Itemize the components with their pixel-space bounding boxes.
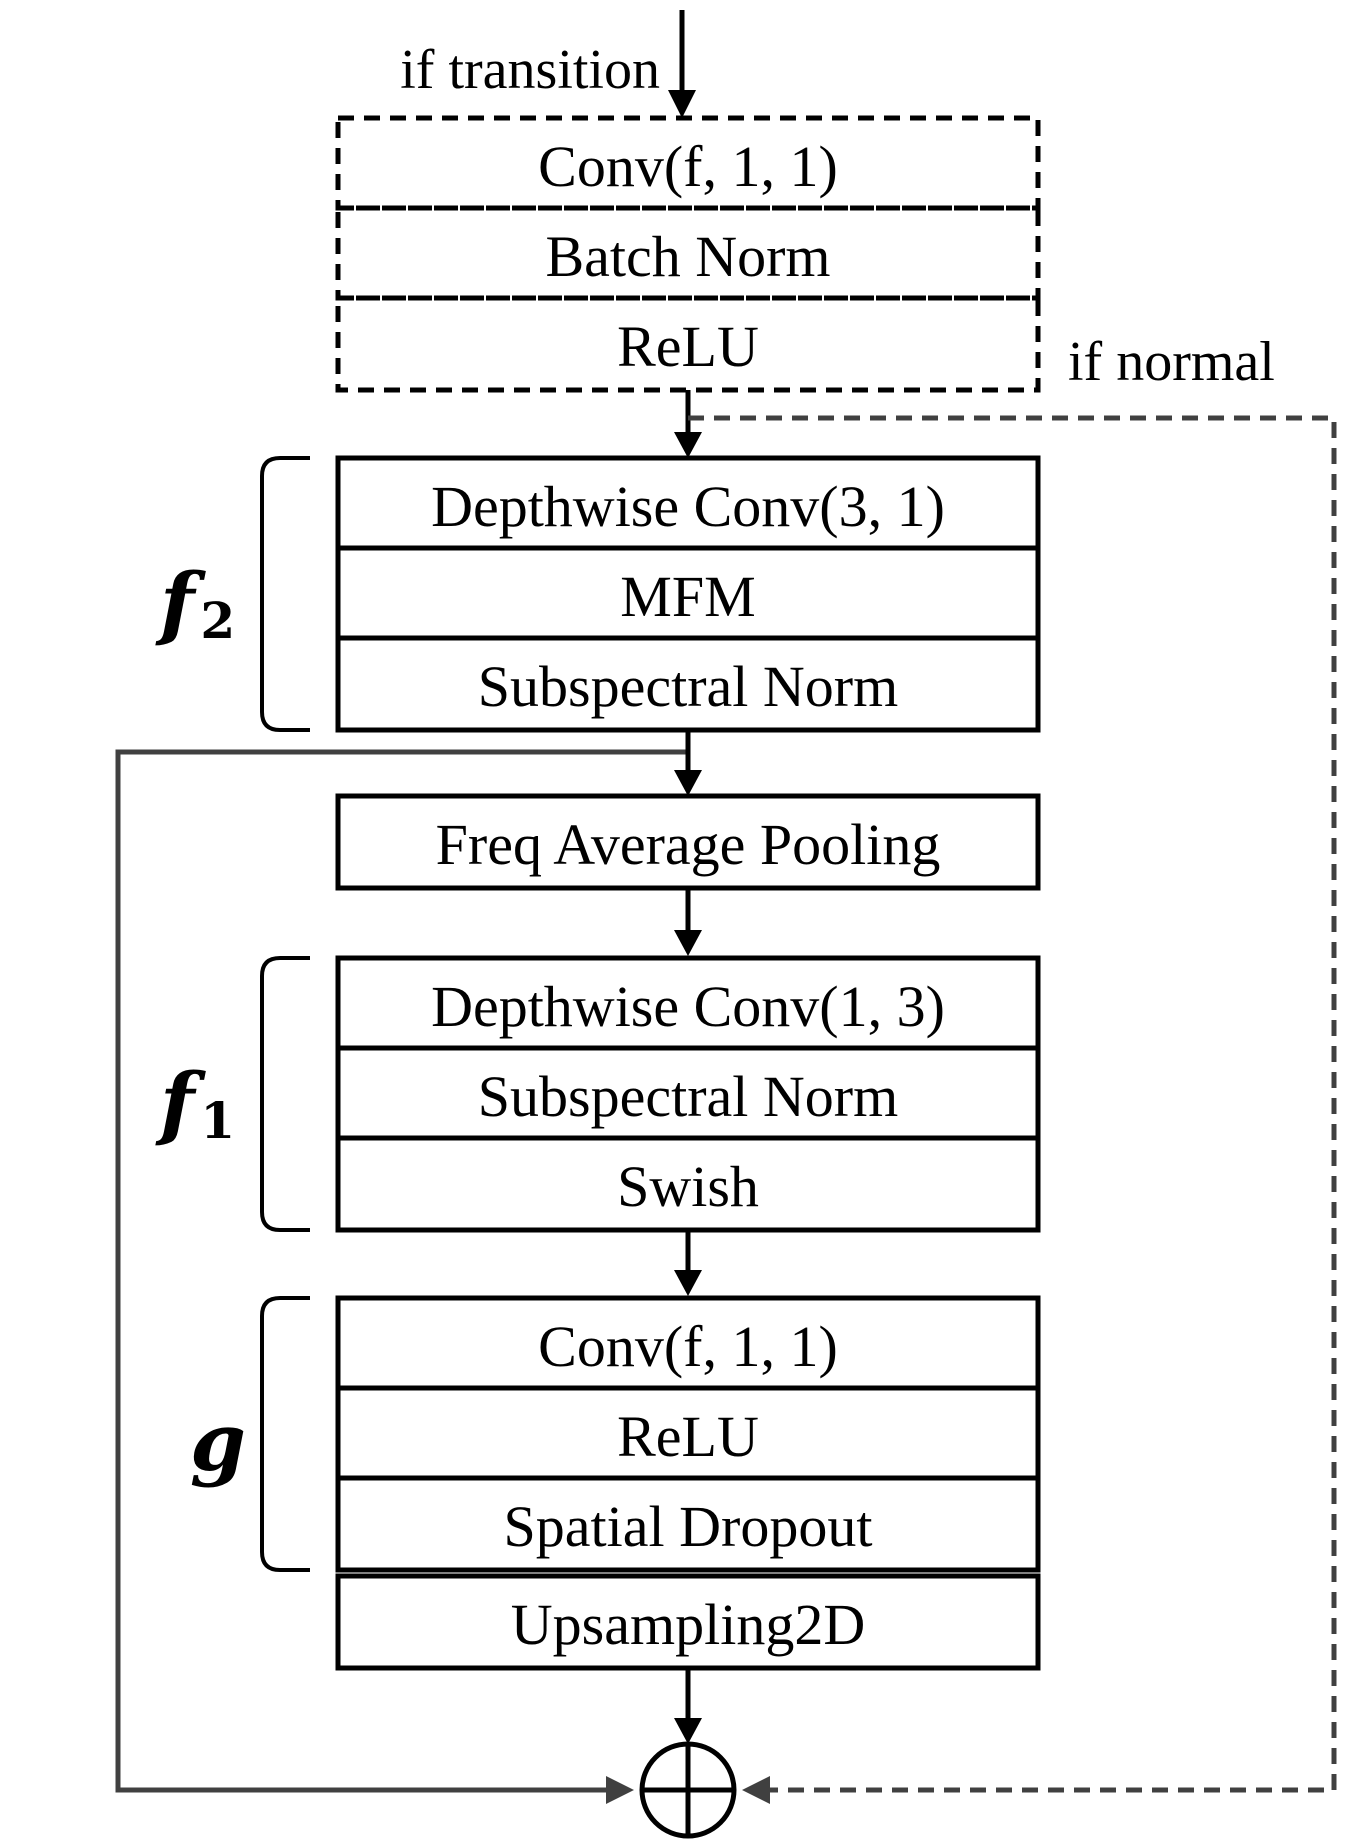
f1-layer-1: Depthwise Conv(1, 3) xyxy=(431,974,945,1039)
residual-skip-connection xyxy=(115,749,688,1804)
f1-block: Depthwise Conv(1, 3) Subspectral Norm Sw… xyxy=(335,955,1041,1233)
f2-layer-3-box xyxy=(335,635,1041,733)
upsampling-layer-box xyxy=(335,1573,1041,1671)
condition-transition-label: if transition xyxy=(400,39,660,101)
upsampling-layer: Upsampling2D xyxy=(511,1592,865,1657)
f1-layer-3-box xyxy=(335,1135,1041,1233)
f2-bracket xyxy=(260,456,310,732)
input-arrow xyxy=(668,10,696,118)
g-layer-2: ReLU xyxy=(617,1404,759,1469)
g-layer-3: Spatial Dropout xyxy=(504,1494,873,1559)
g-label: g xyxy=(190,1395,246,1489)
condition-normal-label: if normal xyxy=(1068,331,1275,393)
g-layer-1-box xyxy=(335,1295,1041,1391)
arrow-transition-to-f2 xyxy=(674,390,702,458)
transition-block: Conv(f, 1, 1) Batch Norm ReLU xyxy=(335,115,1041,393)
g-layer-3-box xyxy=(335,1475,1041,1573)
f1-layer-2: Subspectral Norm xyxy=(478,1064,898,1129)
f1-layer-1-box xyxy=(335,955,1041,1051)
pooling-layer: Freq Average Pooling xyxy=(436,812,941,877)
f2-layer-1: Depthwise Conv(3, 1) xyxy=(431,474,945,539)
g-layer-1: Conv(f, 1, 1) xyxy=(538,1314,838,1379)
arrow-pooling-to-f1 xyxy=(674,888,702,956)
f1-layer-2-box xyxy=(335,1045,1041,1141)
transition-layer-2-box xyxy=(335,205,1041,301)
f2-layer-2-box xyxy=(335,545,1041,641)
f2-block: Depthwise Conv(3, 1) MFM Subspectral Nor… xyxy=(335,455,1041,733)
g-bracket xyxy=(260,1296,310,1572)
transition-layer-1-box xyxy=(335,115,1041,211)
f1-layer-3: Swish xyxy=(617,1154,759,1219)
transition-layer-3: ReLU xyxy=(617,314,759,379)
g-block: Conv(f, 1, 1) ReLU Spatial Dropout xyxy=(335,1295,1041,1573)
upsampling-block: Upsampling2D xyxy=(335,1573,1041,1671)
pooling-block: Freq Average Pooling xyxy=(335,793,1041,891)
arrow-upsampling-to-sum xyxy=(674,1668,702,1744)
transition-layer-1: Conv(f, 1, 1) xyxy=(538,134,838,199)
sum-node-icon xyxy=(639,1741,737,1839)
f2-layer-3: Subspectral Norm xyxy=(478,654,898,719)
f2-layer-2: MFM xyxy=(620,564,755,629)
arrow-f2-to-pooling xyxy=(674,730,702,796)
transition-layer-2: Batch Norm xyxy=(545,224,830,289)
transition-layer-3-box xyxy=(335,295,1041,393)
normal-skip-connection xyxy=(688,415,1337,1804)
g-layer-2-box xyxy=(335,1385,1041,1481)
f1-bracket xyxy=(260,956,310,1232)
arrow-f1-to-g xyxy=(674,1230,702,1296)
